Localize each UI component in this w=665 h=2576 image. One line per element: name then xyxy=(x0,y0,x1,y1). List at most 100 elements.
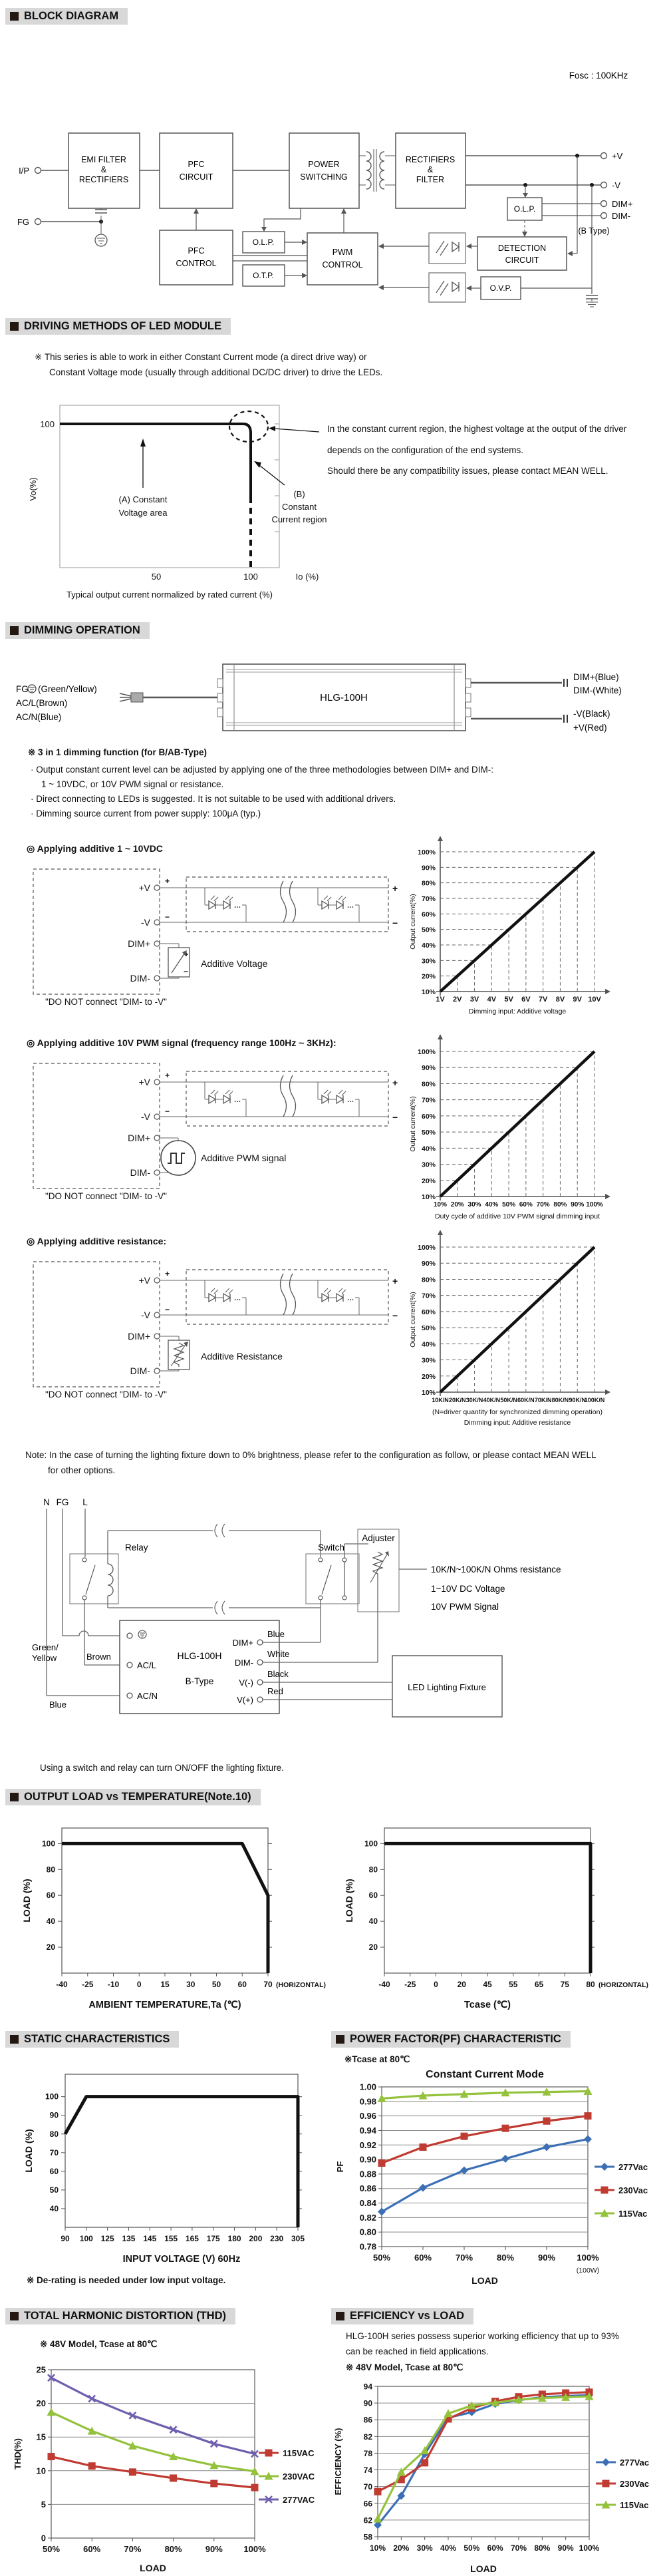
svg-text:0.94: 0.94 xyxy=(360,2125,377,2135)
svg-text:100: 100 xyxy=(45,2092,59,2102)
svg-text:50%: 50% xyxy=(464,2543,479,2553)
section-title: DIMMING OPERATION xyxy=(24,624,140,636)
detection-label: DETECTION xyxy=(498,244,546,253)
section-bullet-icon xyxy=(336,2035,344,2044)
svg-text:40: 40 xyxy=(50,2204,59,2213)
svg-text:80: 80 xyxy=(586,1980,595,1989)
dimming-chart-pwm: 10%10%20%20%30%30%40%40%50%50%60%60%70%7… xyxy=(409,1034,610,1220)
svg-text:70%: 70% xyxy=(422,1292,436,1300)
svg-text:80%: 80% xyxy=(422,1080,436,1088)
svg-text:15: 15 xyxy=(37,2432,46,2442)
svg-text:9V: 9V xyxy=(573,996,582,1004)
pwm-label: PWM xyxy=(332,248,353,257)
svg-text:50: 50 xyxy=(152,572,161,582)
svg-text:20: 20 xyxy=(458,1980,467,1989)
svg-text:90%: 90% xyxy=(205,2544,223,2554)
resistor-zigzag xyxy=(173,1342,185,1367)
led-module-dashed-outline xyxy=(186,1269,389,1325)
section-header-eff: EFFICIENCY vs LOAD xyxy=(331,2308,474,2324)
pwm-source-circle xyxy=(160,1140,196,1176)
svg-text:277Vac: 277Vac xyxy=(620,2458,649,2468)
section-header-pf: POWER FACTOR(PF) CHARACTERISTIC xyxy=(331,2031,571,2048)
otp-label: O.T.P. xyxy=(253,271,274,280)
adjuster-box xyxy=(357,1529,400,1612)
svg-text:7V: 7V xyxy=(539,996,548,1004)
svg-text:55: 55 xyxy=(509,1980,518,1989)
earth-ground-icon xyxy=(94,234,108,247)
svg-text:0.86: 0.86 xyxy=(360,2183,376,2193)
driving-note-line1: ※ This series is able to work in either … xyxy=(35,352,367,362)
cvcc-note-line1: In the constant current region, the high… xyxy=(327,424,627,434)
svg-text:125: 125 xyxy=(101,2234,114,2243)
svg-text:60%: 60% xyxy=(422,1308,436,1316)
adjuster-option-2: 1~10V DC Voltage xyxy=(431,1584,505,1594)
svg-text:Output current(%): Output current(%) xyxy=(409,1292,417,1347)
svg-text:Duty cycle of additive 10V PWM: Duty cycle of additive 10V PWM signal di… xyxy=(435,1212,600,1220)
svg-text:−: − xyxy=(165,912,170,922)
svg-text:Constant: Constant xyxy=(282,502,317,512)
section-title: BLOCK DIAGRAM xyxy=(24,10,119,22)
svg-text:DIM-: DIM- xyxy=(130,1366,151,1376)
svg-text:94: 94 xyxy=(364,2382,373,2392)
svg-text:60%: 60% xyxy=(422,910,436,918)
wire-label-dimp: DIM+(Blue) xyxy=(573,672,619,682)
svg-text:(100W): (100W) xyxy=(577,2267,599,2275)
svg-text:Voltage area: Voltage area xyxy=(118,508,168,518)
svg-text:230: 230 xyxy=(270,2234,283,2243)
vplus-terminal-label: +V xyxy=(612,151,623,161)
svg-text:90: 90 xyxy=(50,2111,59,2120)
svg-text:LOAD (%): LOAD (%) xyxy=(23,2129,34,2172)
section-bullet-icon xyxy=(10,2035,19,2044)
svg-text:LOAD (%): LOAD (%) xyxy=(21,1879,32,1922)
using-switch-note: Using a switch and relay can turn ON/OFF… xyxy=(40,1763,284,1773)
driver-model-label: HLG-100H xyxy=(178,1650,222,1661)
relay-label: Relay xyxy=(125,1543,148,1553)
svg-text:5: 5 xyxy=(41,2499,46,2509)
svg-text:20: 20 xyxy=(37,2398,46,2408)
adjuster-label: Adjuster xyxy=(362,1533,395,1543)
dimming-note-head: ※ 3 in 1 dimming function (for B/AB-Type… xyxy=(28,747,207,757)
svg-text:60: 60 xyxy=(369,1891,378,1900)
cvcc-note-line2: depends on the configuration of the end … xyxy=(327,445,523,455)
svg-text:20: 20 xyxy=(369,1942,378,1952)
cooling-fin xyxy=(465,693,471,703)
svg-text:0.84: 0.84 xyxy=(360,2198,377,2208)
section-bullet-icon xyxy=(10,2312,19,2320)
emi-label2: & xyxy=(101,165,107,174)
power-switching-box xyxy=(289,132,360,209)
svg-text:20: 20 xyxy=(47,1942,56,1952)
svg-text:(B): (B) xyxy=(293,489,305,499)
olp-box xyxy=(507,197,543,221)
svg-text:86: 86 xyxy=(364,2416,373,2425)
svg-text:50%: 50% xyxy=(422,1129,436,1137)
section-title: OUTPUT LOAD vs TEMPERATURE(Note.10) xyxy=(24,1791,251,1803)
static-footnote: ※ De-rating is needed under low input vo… xyxy=(27,2275,226,2285)
switch-label: Switch xyxy=(318,1543,344,1553)
detection-circuit-box xyxy=(477,236,567,271)
section-header-thd: TOTAL HARMONIC DISTORTION (THD) xyxy=(5,2308,236,2324)
section-header-static: STATIC CHARACTERISTICS xyxy=(5,2031,180,2048)
break-mark xyxy=(289,880,297,923)
svg-text:DIM+: DIM+ xyxy=(128,1331,150,1342)
section-bullet-icon xyxy=(10,626,19,635)
fosc-label: Fosc : 100KHz xyxy=(569,71,628,81)
section-title: DRIVING METHODS OF LED MODULE xyxy=(24,320,221,332)
svg-text:10%: 10% xyxy=(422,1193,436,1201)
svg-text:Output current(%): Output current(%) xyxy=(409,894,417,949)
svg-text:60K/N: 60K/N xyxy=(517,1397,535,1403)
ovp-label: O.V.P. xyxy=(490,283,512,293)
section-header-derating: OUTPUT LOAD vs TEMPERATURE(Note.10) xyxy=(5,1789,261,1805)
svg-text:0.98: 0.98 xyxy=(360,2096,376,2106)
svg-text:58: 58 xyxy=(364,2533,373,2542)
driver-case xyxy=(222,663,466,731)
svg-text:(A) Constant: (A) Constant xyxy=(119,494,168,504)
efficiency-chart: 5862667074788286909410%20%30%40%50%60%70… xyxy=(333,2382,649,2575)
optocoupler-box xyxy=(428,232,466,264)
svg-text:60%: 60% xyxy=(422,1113,436,1121)
svg-text:40%: 40% xyxy=(422,942,436,950)
svg-text:40: 40 xyxy=(369,1917,378,1926)
svg-text:DIM-: DIM- xyxy=(130,973,151,984)
svg-text:Dimming input: Additive voltag: Dimming input: Additive voltage xyxy=(469,1008,567,1015)
svg-text:70%: 70% xyxy=(422,1097,436,1105)
svg-text:50%: 50% xyxy=(43,2544,60,2554)
